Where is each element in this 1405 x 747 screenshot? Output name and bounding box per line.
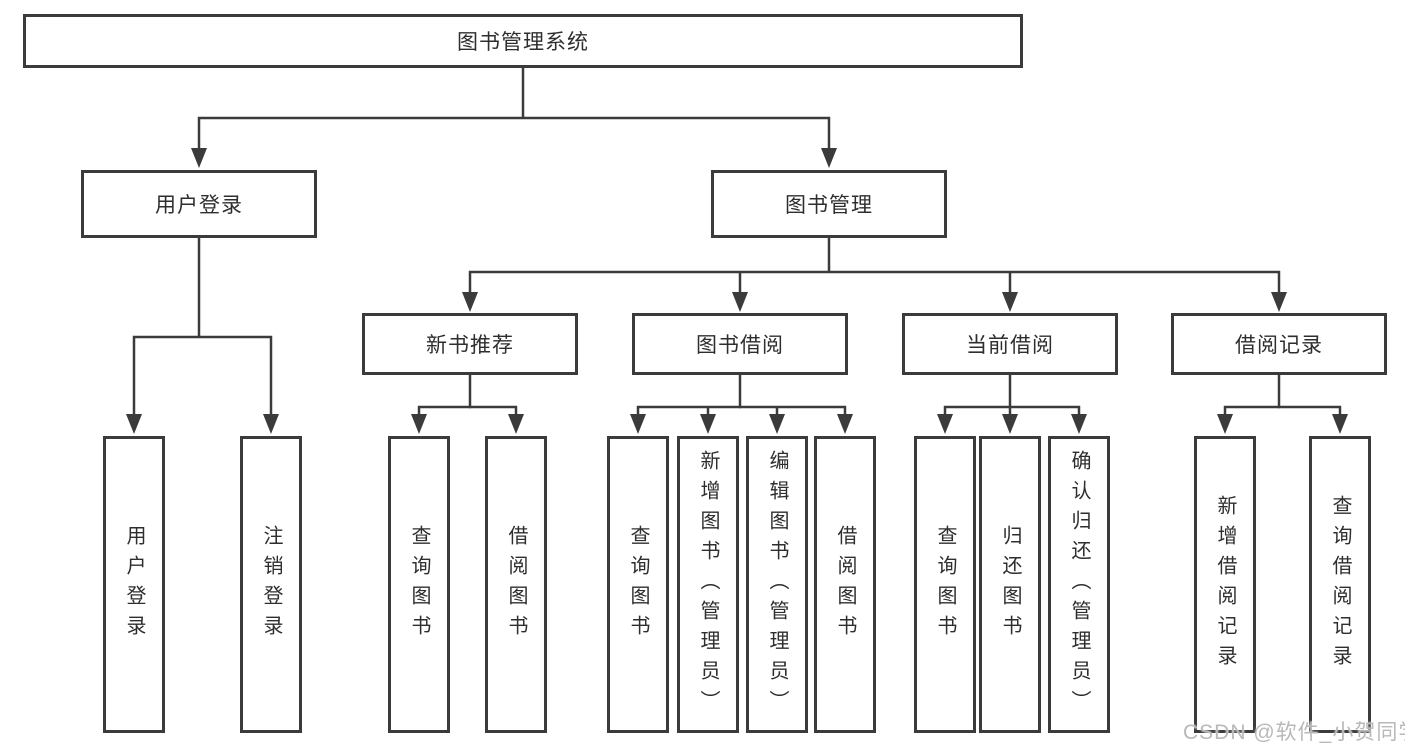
leaf-query-books-recommend: 查询图书 — [388, 436, 450, 733]
leaf-borrow-books-label: 借阅图书 — [834, 524, 856, 645]
leaf-add-books-admin: 新增图书（管理员） — [677, 436, 739, 733]
leaf-query-books-borrow-label: 查询图书 — [627, 524, 649, 645]
arrowhead — [126, 414, 142, 434]
leaf-add-borrow-record: 新增借阅记录 — [1194, 436, 1256, 733]
leaf-logout: 注销登录 — [240, 436, 302, 733]
leaf-logout-label: 注销登录 — [260, 524, 282, 645]
arrowhead — [411, 414, 427, 434]
leaf-borrow-books-recommend: 借阅图书 — [485, 436, 547, 733]
leaf-borrow-books-recommend-label: 借阅图书 — [505, 524, 527, 645]
leaf-query-books-current: 查询图书 — [914, 436, 976, 733]
leaf-query-books-borrow: 查询图书 — [607, 436, 669, 733]
arrowhead — [821, 148, 837, 168]
leaf-confirm-return-admin-label: 确认归还（管理员） — [1068, 449, 1090, 720]
leaf-query-books-recommend-label: 查询图书 — [408, 524, 430, 645]
leaf-confirm-return-admin: 确认归还（管理员） — [1048, 436, 1110, 733]
connector-level3-to-leaves — [417, 405, 1342, 419]
leaf-user-login: 用户登录 — [103, 436, 165, 733]
leaf-edit-books-admin: 编辑图书（管理员） — [746, 436, 808, 733]
arrowheads — [126, 148, 1348, 434]
arrowhead — [1002, 414, 1018, 434]
arrowhead — [462, 292, 478, 312]
arrowhead — [700, 414, 716, 434]
connector-user-login-to-leaves — [132, 236, 273, 418]
arrowhead — [732, 292, 748, 312]
connector-root-to-level2 — [197, 66, 831, 152]
leaf-return-books: 归还图书 — [979, 436, 1041, 733]
node-library-system: 图书管理系统 — [23, 14, 1023, 68]
leaf-borrow-books: 借阅图书 — [814, 436, 876, 733]
leaf-edit-books-admin-label: 编辑图书（管理员） — [766, 449, 788, 720]
leaf-user-login-label: 用户登录 — [123, 524, 145, 645]
arrowhead — [937, 414, 953, 434]
leaf-query-borrow-record: 查询借阅记录 — [1309, 436, 1371, 733]
arrowhead — [1002, 292, 1018, 312]
node-current-borrow: 当前借阅 — [902, 313, 1118, 375]
leaf-add-borrow-record-label: 新增借阅记录 — [1214, 494, 1236, 675]
leaf-query-borrow-record-label: 查询借阅记录 — [1329, 494, 1351, 675]
node-book-borrow: 图书借阅 — [632, 313, 848, 375]
node-new-book-recommend: 新书推荐 — [362, 313, 578, 375]
leaf-query-books-current-label: 查询图书 — [934, 524, 956, 645]
arrowhead — [1071, 414, 1087, 434]
connector-book-management-to-level3 — [468, 236, 1281, 296]
arrowhead — [191, 148, 207, 168]
arrowhead — [837, 414, 853, 434]
connector-level3-stems — [468, 373, 1281, 409]
arrowhead — [1217, 414, 1233, 434]
node-book-management: 图书管理 — [711, 170, 947, 238]
arrowhead — [263, 414, 279, 434]
arrowhead — [630, 414, 646, 434]
leaf-return-books-label: 归还图书 — [999, 524, 1021, 645]
node-borrow-records: 借阅记录 — [1171, 313, 1387, 375]
leaf-add-books-admin-label: 新增图书（管理员） — [697, 449, 719, 720]
node-user-login: 用户登录 — [81, 170, 317, 238]
watermark: CSDN @软件_小贺同学 — [1183, 721, 1405, 744]
arrowhead — [1332, 414, 1348, 434]
arrowhead — [1271, 292, 1287, 312]
arrowhead — [769, 414, 785, 434]
arrowhead — [508, 414, 524, 434]
